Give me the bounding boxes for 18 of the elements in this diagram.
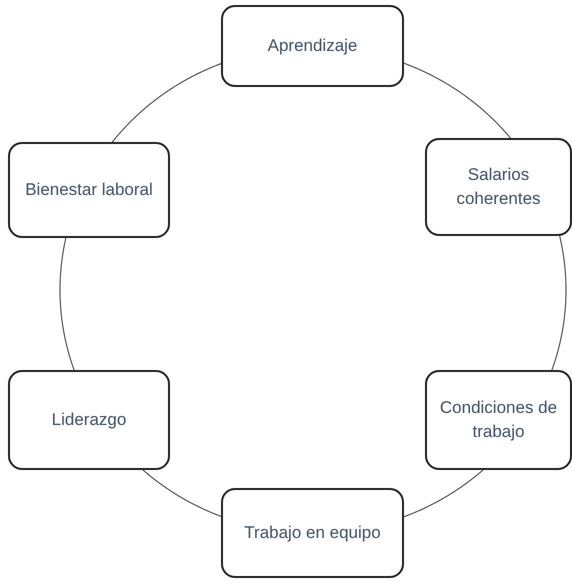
node-label: Liderazgo [52, 409, 126, 432]
node-label: Bienestar laboral [25, 179, 153, 202]
connector-arc [551, 236, 566, 371]
node-label: Trabajo en equipo [244, 522, 381, 544]
node-label: Aprendizaje [268, 35, 358, 58]
connector-arc [111, 62, 222, 144]
rounded-box [8, 142, 170, 238]
rounded-box [425, 370, 572, 470]
rounded-box [8, 370, 170, 470]
rounded-box [221, 488, 404, 578]
connector-arc [142, 468, 222, 517]
rounded-box [425, 138, 572, 236]
connector-arc [60, 236, 75, 372]
node-label: Salarios coherentes [455, 164, 542, 210]
connector-arc [402, 468, 485, 518]
rounded-box [221, 5, 404, 87]
connector-arc [402, 62, 512, 140]
node-label: Condiciones de trabajo [438, 397, 558, 443]
